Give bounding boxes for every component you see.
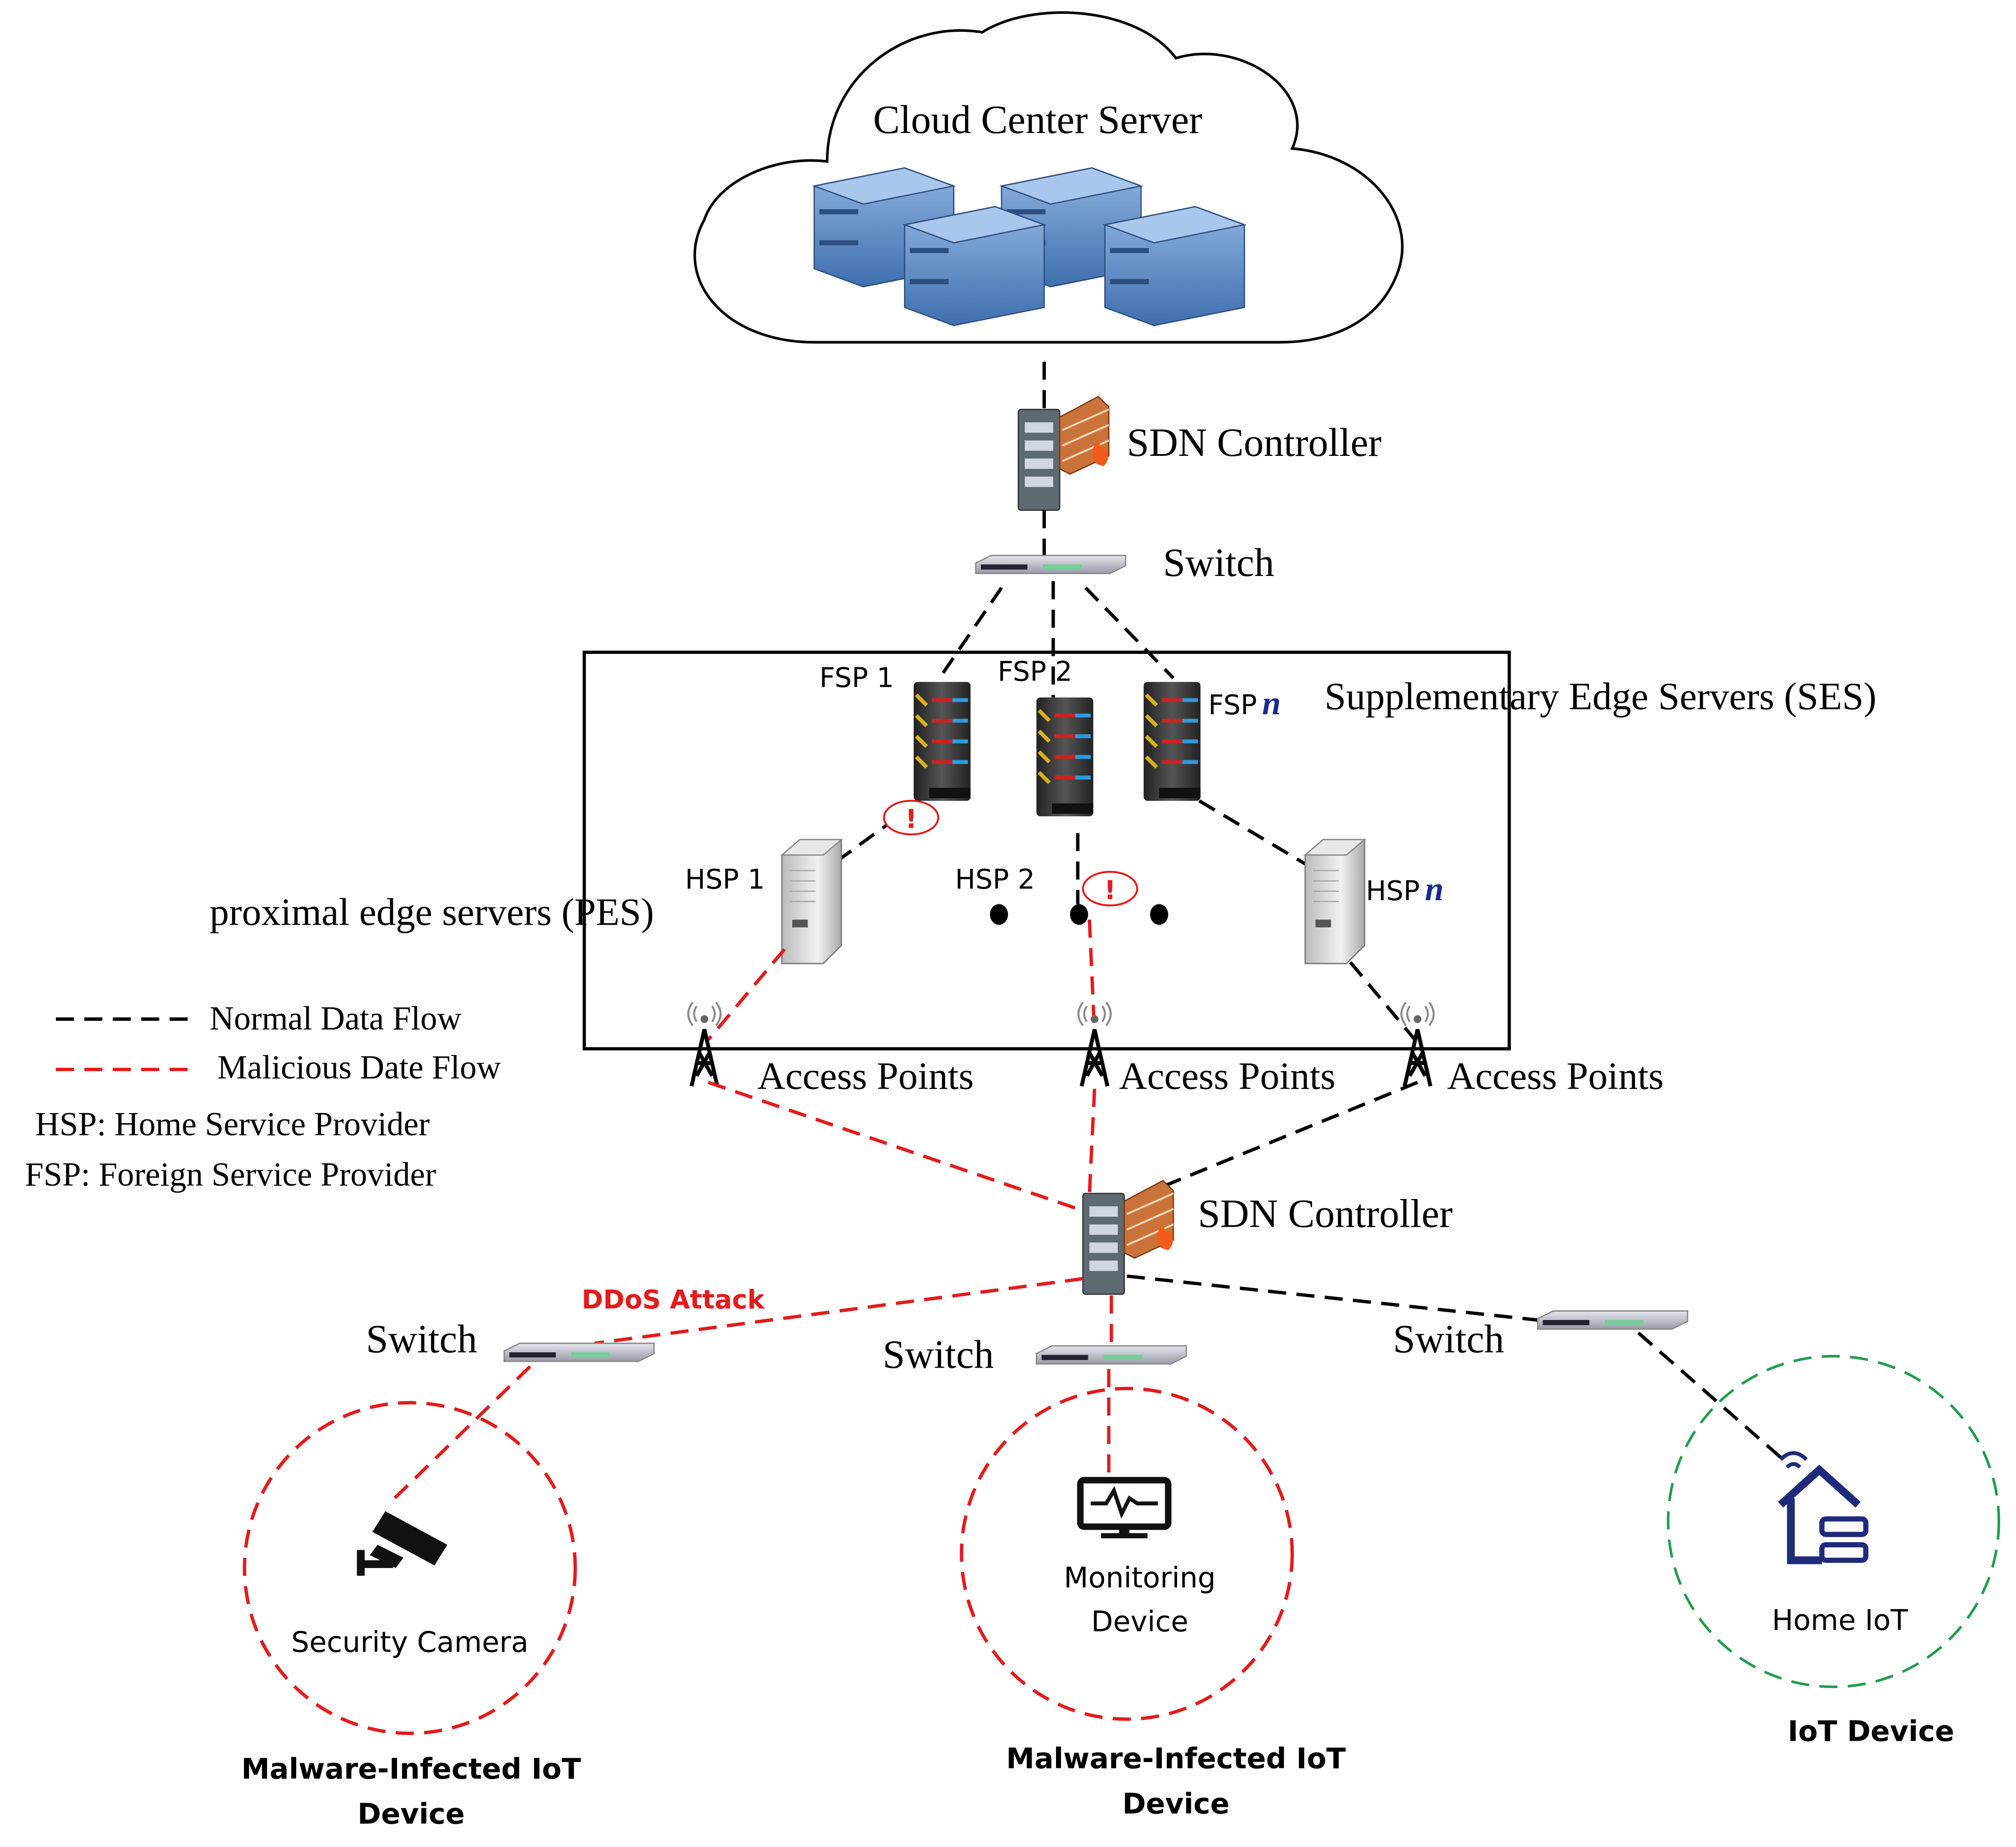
- device-group-label: Device: [358, 1798, 465, 1831]
- link-switch-fsp1: [938, 587, 1003, 679]
- legend-hsp-definition: HSP: Home Service Provider: [35, 1105, 430, 1143]
- link-hsp2-ap2-malicious: [1087, 919, 1096, 1034]
- pes-title: proximal edge servers (PES): [210, 890, 654, 933]
- bottom-controller-label: SDN Controller: [1198, 1192, 1453, 1236]
- legend-malicious-label: Malicious Date Flow: [218, 1048, 501, 1086]
- hsp1-label: HSP 1: [685, 863, 765, 895]
- sdn-controller-firewall-icon: [1018, 397, 1109, 510]
- device-group-label: IoT Device: [1788, 1715, 1955, 1748]
- switch-label: Switch: [883, 1332, 994, 1376]
- fsp1-label: FSP 1: [820, 662, 894, 694]
- hsp1-server-icon: [781, 839, 842, 964]
- monitoring-device-icon: [1077, 1477, 1172, 1538]
- ellipsis-dots: [990, 904, 1168, 925]
- top-switch-label: Switch: [1163, 540, 1275, 585]
- ses-boundary: [583, 650, 1511, 1051]
- link-fspn-hspn: [1198, 799, 1309, 867]
- switch-icon: [1036, 1345, 1187, 1365]
- switch-icon: [503, 1342, 655, 1362]
- link-hsp1-ap1-malicious: [707, 948, 786, 1041]
- infected-zone-circle: [959, 1387, 1294, 1721]
- alert-icon: !: [1082, 871, 1138, 907]
- switch-label: Switch: [1393, 1317, 1504, 1361]
- hspn-server-icon: [1304, 839, 1366, 964]
- fspn-server-icon: [1144, 682, 1201, 801]
- link-ap2-controller-malicious: [1087, 1089, 1096, 1195]
- ses-title: Supplementary Edge Servers (SES): [1324, 675, 1876, 718]
- link-controller-switch3: [1126, 1274, 1538, 1322]
- hsp2-label: HSP 2: [955, 863, 1035, 895]
- monitoring-device-label: Monitoring: [1064, 1561, 1216, 1594]
- monitoring-device-label: Device: [1091, 1605, 1188, 1638]
- switch-icon: [1537, 1310, 1688, 1330]
- access-point-tower-icon: [688, 1002, 721, 1086]
- link-ap3-controller: [1126, 1081, 1418, 1203]
- link-switch1-camera-malicious: [387, 1365, 531, 1506]
- alert-icon: !: [883, 799, 940, 836]
- legend-normal-label: Normal Data Flow: [210, 999, 462, 1037]
- switch-label: Switch: [366, 1317, 477, 1361]
- link-hspn-ap3: [1349, 961, 1416, 1041]
- safe-zone-circle: [1667, 1355, 2000, 1689]
- device-group-label: Device: [1122, 1787, 1229, 1820]
- device-group-label: Malware-Infected IoT: [1006, 1742, 1346, 1775]
- link-switch3-home: [1637, 1332, 1785, 1461]
- svg-text:!: !: [1104, 875, 1116, 905]
- access-point-tower-icon: [1402, 1002, 1434, 1086]
- fsp2-label: FSP 2: [998, 655, 1072, 687]
- switch-icon: [975, 555, 1126, 575]
- top-controller-label: SDN Controller: [1127, 420, 1382, 465]
- fsp2-server-icon: [1037, 697, 1093, 816]
- home-iot-label: Home IoT: [1772, 1604, 1908, 1637]
- home-iot-icon: [1778, 1451, 1869, 1564]
- security-camera-label: Security Camera: [291, 1626, 528, 1659]
- fsp1-server-icon: [914, 682, 971, 801]
- link-switch-fspn: [1084, 586, 1175, 679]
- security-camera-icon: [357, 1511, 448, 1576]
- access-points-label: Access Points: [757, 1054, 973, 1097]
- cloud-title: Cloud Center Server: [873, 97, 1202, 142]
- access-points-label: Access Points: [1447, 1054, 1664, 1097]
- link-controller-switch1-malicious: [594, 1277, 1083, 1345]
- link-ap1-controller-malicious: [708, 1081, 1086, 1213]
- device-group-label: Malware-Infected IoT: [241, 1752, 581, 1786]
- infected-zone-circle: [243, 1401, 577, 1735]
- ddos-attack-label: DDoS Attack: [582, 1285, 765, 1315]
- legend-fsp-definition: FSP: Foreign Service Provider: [25, 1156, 436, 1193]
- access-points-label: Access Points: [1119, 1054, 1335, 1097]
- svg-text:!: !: [905, 805, 917, 835]
